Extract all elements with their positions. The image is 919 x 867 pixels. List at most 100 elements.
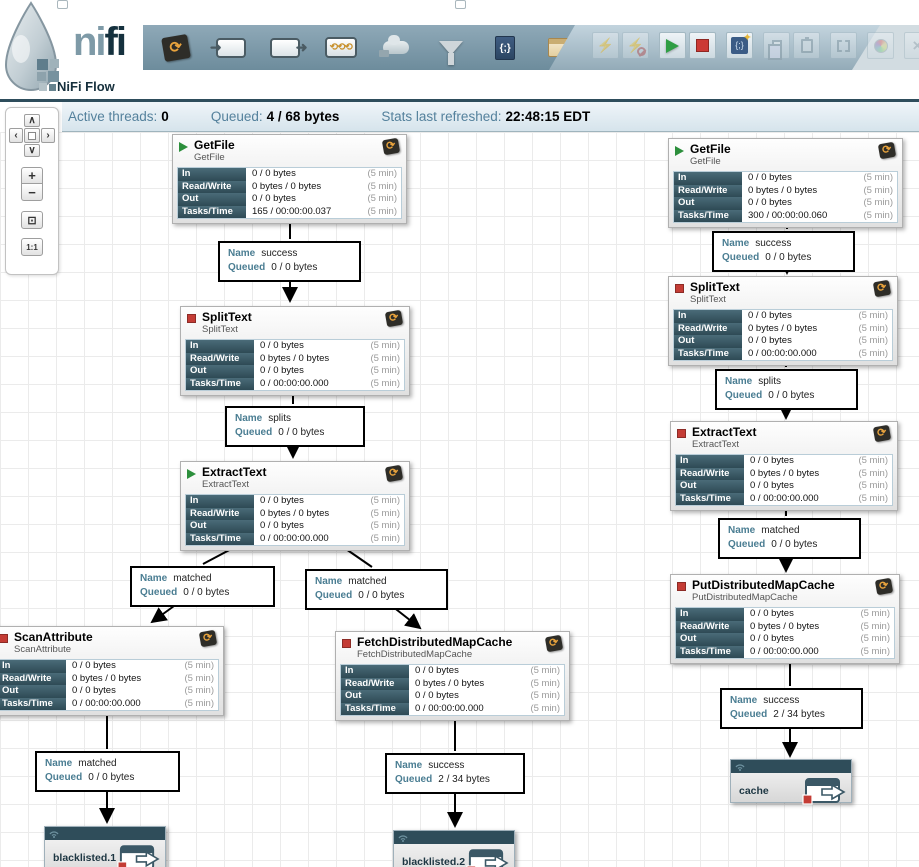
group-button[interactable]: [830, 32, 857, 59]
input-port-icon: ➜: [216, 38, 246, 58]
stat-readwrite-value: 0 bytes / 0 bytes: [748, 322, 818, 334]
delete-button[interactable]: ×: [904, 32, 919, 59]
start-icon: [666, 38, 679, 53]
stat-out-label: Out: [0, 685, 66, 698]
output-port[interactable]: cache: [730, 759, 852, 805]
funnel-icon: [439, 41, 463, 55]
breadcrumb-root[interactable]: NiFi Flow: [57, 79, 115, 94]
processor-chip-icon: ⟳: [874, 577, 894, 596]
zoom-actual-button[interactable]: 1:1: [21, 238, 43, 256]
pan-center-button[interactable]: [24, 128, 40, 143]
create-template-button[interactable]: {;}: [726, 30, 753, 59]
remote-process-group-component-button[interactable]: [381, 32, 412, 64]
output-port[interactable]: blacklisted.2: [393, 830, 515, 867]
connection-queued-key: Queued: [725, 390, 763, 401]
disable-button[interactable]: ⚡: [622, 32, 649, 59]
start-button[interactable]: [659, 32, 686, 59]
processor[interactable]: FetchDistributedMapCache FetchDistribute…: [335, 631, 570, 721]
connection-name-key: Name: [722, 238, 750, 249]
stop-button[interactable]: [689, 32, 716, 59]
pan-right-button[interactable]: ›: [41, 128, 55, 143]
processor-type: ExtractText: [692, 439, 739, 450]
processor-type: SplitText: [202, 324, 238, 335]
stat-in-label: In: [676, 608, 744, 621]
stat-in-label: In: [0, 660, 66, 673]
actions-toolbar: ⚡ ⚡ {;} ×: [592, 30, 919, 60]
pan-up-button[interactable]: ∧: [24, 114, 40, 127]
enable-button[interactable]: ⚡: [592, 32, 619, 59]
stat-in-value: 0 / 0 bytes: [260, 340, 304, 351]
stat-in-value: 0 / 0 bytes: [415, 665, 459, 676]
stat-out-label: Out: [674, 335, 742, 348]
zoom-fit-button[interactable]: ⊡: [21, 211, 43, 229]
output-port-component-button[interactable]: ➜: [270, 32, 301, 64]
paste-button[interactable]: [793, 32, 820, 59]
processor-name: FetchDistributedMapCache: [357, 635, 513, 649]
connection-name-key: Name: [725, 376, 753, 387]
connection-queued-key: Queued: [228, 262, 266, 273]
pan-down-button[interactable]: ∨: [24, 144, 40, 157]
zoom-out-button[interactable]: −: [21, 184, 43, 201]
stat-out-value: 0 / 0 bytes: [415, 690, 459, 701]
connection-name-value: matched: [348, 576, 387, 587]
screen-artifact: [455, 0, 466, 9]
connection-queued-value: 0 / 0 bytes: [88, 772, 135, 783]
port-stopped-icon: [466, 865, 477, 867]
processor-chip-icon: ⟳: [381, 137, 401, 156]
run-state-icon: [179, 142, 188, 152]
pan-left-button[interactable]: ‹: [9, 128, 23, 143]
stat-readwrite-value: 0 bytes / 0 bytes: [750, 620, 820, 632]
output-port-icon: [466, 849, 509, 867]
connection-name-key: Name: [228, 248, 256, 259]
stat-out-value: 0 / 0 bytes: [750, 480, 794, 491]
stat-in-label: In: [186, 495, 254, 508]
output-port[interactable]: blacklisted.1: [44, 826, 166, 867]
input-port-component-button[interactable]: ➜: [216, 32, 247, 64]
connection-queued-key: Queued: [722, 252, 760, 263]
funnel-component-button[interactable]: [435, 32, 466, 64]
processor[interactable]: PutDistributedMapCache PutDistributedMap…: [670, 574, 900, 664]
processor-component-button[interactable]: ⟳: [161, 32, 192, 64]
transmission-icon: [49, 830, 59, 838]
stat-tasks-value: 0 / 00:00:00.000: [415, 702, 484, 714]
connection-name-value: success: [261, 248, 298, 259]
nifi-logo-drop: [4, 1, 59, 91]
logo-pixel-squares: [37, 59, 59, 91]
stat-in-value: 0 / 0 bytes: [750, 455, 794, 466]
process-group-icon: ⟲⟲⟲: [325, 37, 357, 58]
zoom-in-button[interactable]: +: [21, 167, 43, 184]
connection-name-key: Name: [395, 760, 423, 771]
template-component-button[interactable]: {;}: [490, 32, 521, 64]
stat-readwrite-value: 0 bytes / 0 bytes: [72, 672, 142, 684]
stat-in-value: 0 / 0 bytes: [72, 660, 116, 671]
process-group-component-button[interactable]: ⟲⟲⟲: [325, 32, 357, 64]
stat-out-value: 0 / 0 bytes: [260, 520, 304, 531]
copy-button[interactable]: [763, 32, 790, 60]
fill-color-button[interactable]: [867, 32, 894, 59]
enable-icon: ⚡: [596, 37, 615, 53]
port-stopped-icon: [117, 861, 128, 867]
run-state-icon: [677, 582, 686, 591]
